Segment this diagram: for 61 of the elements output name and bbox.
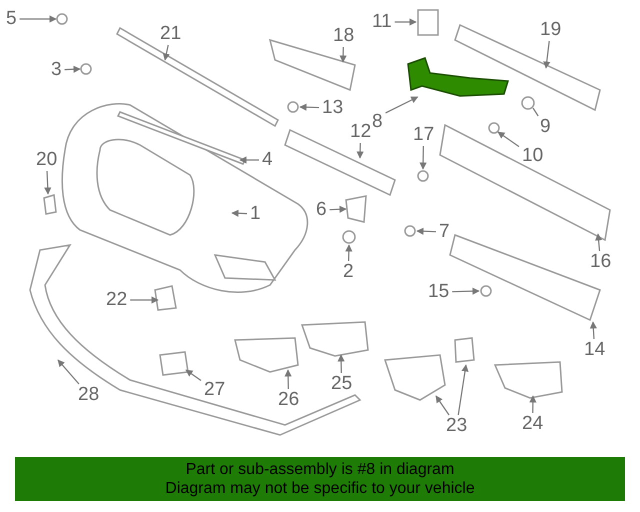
leader-arrow — [385, 96, 418, 114]
leader-arrow — [458, 364, 469, 416]
callout-number: 28 — [78, 385, 100, 405]
notice-text: Part or sub-assembly is #8 in diagram — [186, 460, 454, 479]
callout-number: 16 — [590, 252, 612, 272]
callout-number: 17 — [413, 125, 434, 145]
callout-number: 12 — [350, 122, 372, 142]
callout-number: 1 — [250, 204, 261, 224]
callout-number: 21 — [160, 24, 182, 44]
callout-number: 19 — [540, 20, 562, 40]
callout-number: 6 — [316, 200, 327, 220]
leader-arrow — [543, 40, 550, 69]
callout-number: 15 — [428, 282, 450, 302]
callout-number: 13 — [322, 98, 344, 118]
leader-arrow — [356, 142, 364, 159]
leader-arrow — [239, 156, 259, 164]
leader-arrow — [284, 369, 292, 390]
leader-arrow — [416, 228, 436, 235]
leader-arrow — [58, 359, 80, 384]
leader-arrow — [299, 104, 320, 111]
callout-number: 9 — [540, 117, 551, 137]
callout-number: 25 — [331, 374, 352, 394]
callout-number: 26 — [278, 390, 300, 410]
callout-number: 7 — [439, 222, 450, 242]
leader-line — [532, 108, 539, 116]
callout-number: 22 — [106, 290, 128, 310]
leader-arrow — [529, 395, 536, 413]
callout-number: 20 — [36, 150, 58, 170]
callout-number: 5 — [6, 9, 17, 29]
callout-number: 23 — [446, 416, 468, 436]
callout-number: 8 — [372, 112, 383, 132]
leader-arrow — [590, 321, 597, 340]
leader-arrow — [340, 46, 347, 63]
callout-number: 4 — [262, 150, 273, 170]
leader-arrow — [20, 15, 57, 23]
leader-arrow — [130, 296, 159, 304]
leader-arrow — [64, 66, 81, 73]
callout-number: 24 — [522, 414, 544, 434]
callout-number: 2 — [343, 262, 354, 282]
callout-number: 27 — [204, 380, 226, 400]
leader-arrow — [420, 146, 427, 170]
leader-arrow — [330, 206, 347, 213]
leader-arrow — [497, 132, 520, 148]
callout-number: 3 — [51, 60, 62, 80]
callout-number: 18 — [333, 26, 354, 46]
leader-arrow — [231, 210, 248, 217]
leader-arrow — [162, 44, 170, 61]
leader-arrow — [595, 233, 602, 252]
leader-arrow — [44, 170, 52, 195]
leader-arrow — [394, 18, 417, 26]
leader-arrow — [452, 288, 480, 295]
bracket-drawing — [407, 57, 509, 97]
callout-number: 14 — [584, 340, 606, 360]
leader-arrow — [436, 395, 450, 416]
notice-text: Diagram may not be specific to your vehicle — [165, 479, 475, 498]
notice-banner — [15, 457, 625, 501]
leader-arrow — [345, 244, 352, 262]
leader-arrow — [338, 354, 345, 374]
callout-number: 10 — [522, 146, 544, 166]
leader-arrow — [185, 370, 202, 381]
callout-number: 11 — [372, 12, 392, 32]
